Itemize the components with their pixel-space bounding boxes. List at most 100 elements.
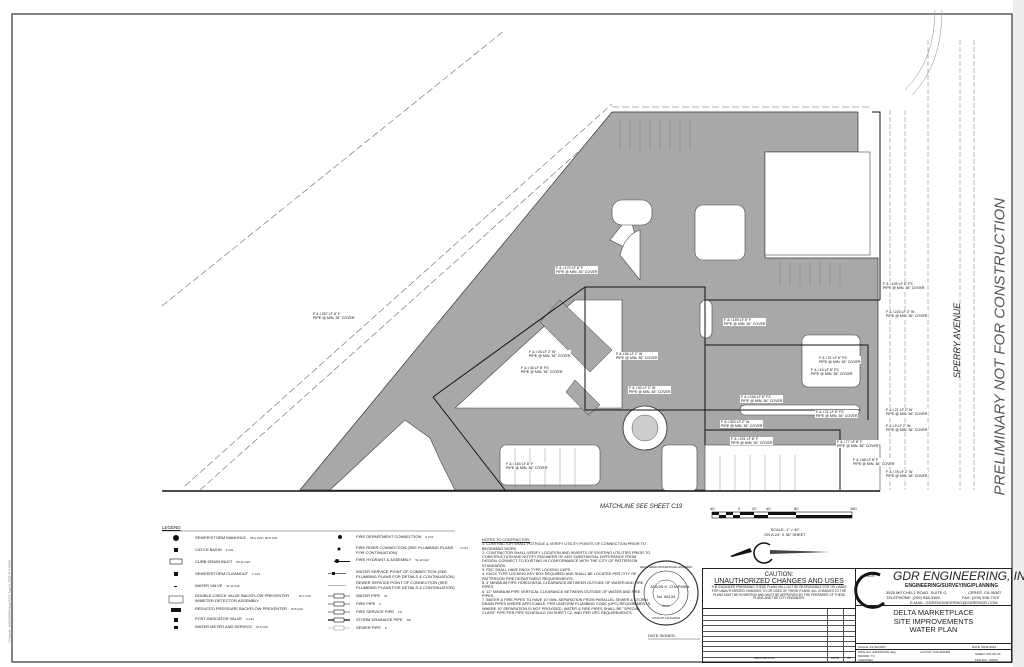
- pipe-label-line1: F & I 257 LF 8" F: [313, 312, 341, 316]
- pipe-label-line2: PIPE @ MIN. 36" COVER: [853, 462, 895, 467]
- company-email: E-MAIL: GDRENGINEERING@GDRENGR.COM: [910, 600, 998, 605]
- pipe-label-line2: PIPE @ MIN. 36" COVER: [556, 270, 598, 275]
- scale-tick-label: 80: [794, 506, 799, 511]
- scale-field: SCALE: AS SHOWN: [858, 645, 886, 649]
- checked-field: CHECKED:: [858, 658, 874, 662]
- legend-item: SEWER SERVICE POINT OF CONNECTION (SEE P…: [356, 580, 456, 590]
- legend-label: CURB DRAIN INLET: [195, 559, 233, 564]
- legend-detail-ref: W-5 C22: [256, 625, 268, 629]
- pipe-label-line1: F & I 56 LF 2" W: [616, 352, 643, 356]
- legend-label: SEWER/STORM MANHOLE: [195, 535, 247, 540]
- pipe-label-line1: F & I 21 LF 2" W: [886, 408, 913, 412]
- parking-stalls: [514, 120, 841, 490]
- legend-detail-ref: FS: [397, 610, 402, 614]
- revision-row: [702, 630, 856, 632]
- scale-text: SCALE: 1" = 40': [770, 527, 800, 532]
- legend-item: FIRE RISER CONNECTION (SEE PLUMBING PLAN…: [356, 545, 468, 555]
- pipe-label-line2: PIPE @ MIN. 36" COVER: [506, 466, 548, 471]
- company-fax: FAX: (209) 538-7370: [962, 595, 1000, 600]
- legend-detail-ref: F: [379, 602, 382, 606]
- caution-text: THE ENGINEER PREPARING THESE PLANS WILL …: [711, 585, 847, 601]
- legend-label: FIRE RISER CONNECTION (SEE PLUMBING PLAN…: [356, 545, 454, 555]
- seal-ring-top: REGISTERED PROFESSIONAL ENGINEER: [640, 566, 692, 569]
- matchline-label: MATCHLINE SEE SHEET C19: [600, 504, 683, 510]
- legend-label: STORM DRAINAGE PIPE: [356, 617, 403, 622]
- pipe-label-line2: PIPE @ MIN. 36" COVER: [811, 372, 853, 377]
- sheet-border: [11, 13, 1013, 663]
- company-address: 3525 MITCHELL ROAD, SUITE G: [886, 590, 947, 595]
- legend-detail-ref: 6 C21: [425, 535, 434, 539]
- legend-detail-ref: 3 C21: [246, 617, 255, 621]
- pipe-label-line2: PIPE @ MIN. 36" COVER: [529, 354, 571, 359]
- note-item: 1. CONTRACTOR SHALL POTHOLE & VERIFY UTI…: [482, 542, 646, 551]
- rev-header-by: BY: [847, 656, 852, 660]
- property-lines: [161, 29, 870, 491]
- dwg-no-field: DWG NO: 24033DSGN.dwg: [858, 650, 896, 654]
- legend-detail-ref: W-8 C22: [291, 607, 303, 611]
- revision-column-divider: [827, 609, 828, 663]
- pipe-label-line2: PIPE @ MIN. 36" COVER: [819, 360, 861, 365]
- legend-label: WATER PIPE: [356, 593, 381, 598]
- legend-detail-ref: S: [384, 626, 387, 630]
- pipe-label-line2: PIPE @ MIN. 36" COVER: [521, 370, 563, 375]
- street-name: SPERRY AVENUE: [952, 302, 962, 378]
- rev-header-date: DATE: [831, 656, 839, 660]
- margin-strip: [1013, 0, 1024, 667]
- legend-label: FIRE HYDRANT & ASSEMBLY: [356, 557, 412, 562]
- legend-label: DOUBLE CHECK VALVE BACKFLOW PREVENTER W/…: [195, 593, 290, 603]
- revision-row: [702, 646, 856, 648]
- pipe-label-line2: PIPE @ MIN. 36" COVER: [629, 390, 671, 395]
- legend-label: WATER SERVICE POINT OF CONNECTION (SEE P…: [356, 569, 455, 579]
- legend-label: SEWER/STORM CLEANOUT: [195, 571, 249, 576]
- date-signed-label: DATE SIGNED:: [648, 633, 676, 638]
- pipe-label-line2: PIPE @ MIN. 36" COVER: [616, 356, 658, 361]
- pipe-label-line1: F & I 199 LF 8" FS: [883, 282, 913, 286]
- pipe-label-line2: PIPE @ MIN. 36" COVER: [883, 286, 925, 291]
- revision-column-divider: [843, 609, 844, 663]
- pipe-label-line1: F & I 170 LF 8" F: [556, 266, 584, 270]
- scale-tick-label: 20: [752, 506, 757, 511]
- legend-label: FIRE SERVICE PIPE: [356, 609, 394, 614]
- legend-label: WATER VALVE: [195, 583, 223, 588]
- legend-detail-ref: W: [384, 594, 388, 598]
- revision-row: [702, 651, 856, 653]
- scale-sheet-text: ON A 24" X 36" SHEET: [764, 532, 806, 537]
- pipe-label-line1: F & I 353 LF 2" W: [721, 420, 750, 424]
- pipe-label-line1: F & I 163 LF 8" F: [506, 462, 534, 466]
- pipe-label-line2: PIPE @ MIN. 36" COVER: [313, 316, 355, 321]
- revision-row: [702, 641, 856, 642]
- project-title-box: DELTA MARKETPLACE SITE IMPROVEMENTS WATE…: [855, 605, 1012, 644]
- pipe-label-line2: PIPE @ MIN. 36" COVER: [816, 414, 858, 419]
- legend-detail-ref: SD: [406, 618, 411, 622]
- legend-detail-ref: 1 C21: [252, 572, 261, 576]
- company-phone: TELEPHONE: (209) 538-3360: [886, 595, 940, 600]
- pipe-label-line2: PIPE @ MIN. 36" COVER: [886, 412, 928, 417]
- note-item: 4. KNOX TYPE LOCKING KEY BOX REQUIRED AN…: [482, 572, 637, 581]
- note-item: 5. 4' MINIMUM PIPE HORIZONTAL CLEARANCE …: [482, 580, 644, 590]
- engineer-seal: [633, 560, 699, 626]
- seal-type: CIVIL: [662, 604, 670, 608]
- seal-number: No. 66134: [656, 594, 676, 599]
- legend-icons: [168, 535, 350, 629]
- legend-label: SEWER PIPE: [356, 625, 381, 630]
- scale-tick-label: 40: [710, 506, 715, 511]
- pipe-label-line2: PIPE @ MIN. 36" COVER: [886, 428, 928, 433]
- revision-row: [702, 615, 856, 616]
- pipe-label-line1: F & I 31 LF 8" FS: [819, 356, 847, 360]
- north-arrow-icon: [730, 542, 830, 564]
